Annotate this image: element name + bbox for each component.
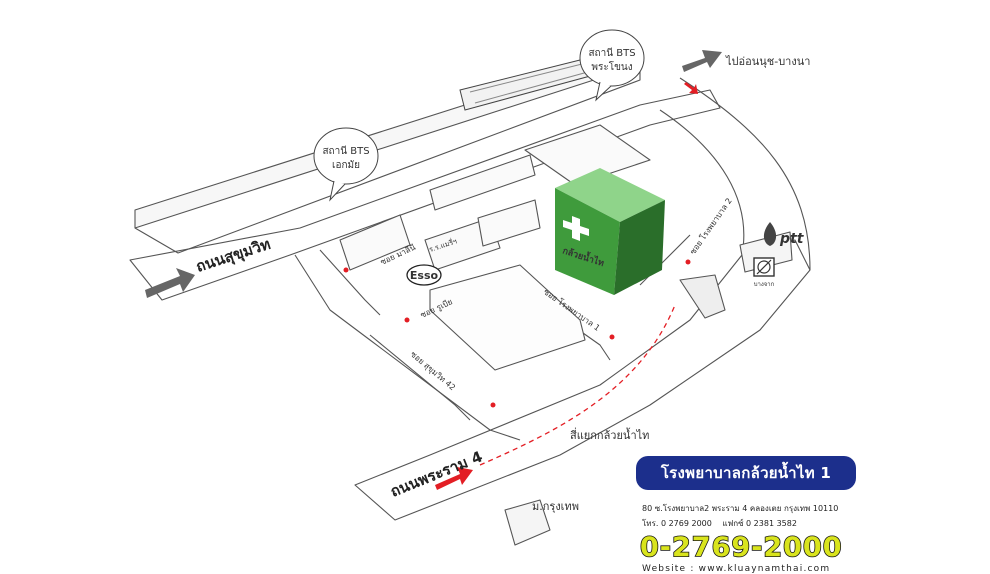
block-e (524, 124, 651, 186)
svg-text:ptt: ptt (779, 231, 805, 247)
hospital-name: โรงพยาบาลกล้วยน้ำไท 1 (636, 456, 856, 490)
label-university: ม.กรุงเทพ (532, 500, 579, 513)
footbridge (679, 274, 726, 319)
label-rama4: ถนนพระราม 4 (388, 447, 485, 500)
bangjak-logo: บางจาก (753, 257, 775, 288)
block-a (339, 214, 411, 271)
hotline-number: 0-2769-2000 (639, 531, 843, 564)
label-soi-2: ซอย โรงพยาบาล 2 (687, 196, 733, 256)
ptt-logo: ptt (763, 222, 805, 247)
onnut-curve-inner (659, 109, 745, 256)
arrow-onnut-icon (682, 50, 722, 72)
arrow-small-icon (684, 82, 698, 94)
sukhumvit-road (129, 89, 721, 301)
contact-line: โทร. 0 2769 2000 แฟกซ์ 0 2381 3582 (642, 517, 856, 530)
soi-42-road (369, 334, 471, 421)
onnut-curve (679, 77, 811, 271)
soi-maluk-road (294, 254, 521, 441)
hospital-building: กล้วยน้ำไท (555, 168, 665, 295)
bubble-phrakhanong: สถานี BTS พระโขนง (579, 29, 645, 102)
block-d (429, 154, 536, 211)
bubble-ekkamai-line2: เอกมัย (332, 160, 360, 171)
route-dashed (479, 304, 676, 466)
address: 80 ซ.โรงพยาบาล2 พระราม 4 คลองเตย กรุงเทพ… (642, 504, 839, 513)
bubble-phrakhanong-line1: สถานี BTS (588, 47, 635, 59)
arrow-sukhumvit-icon (145, 268, 195, 298)
website[interactable]: Website : www.kluaynamthai.com (642, 564, 831, 574)
stop-markers (343, 259, 691, 408)
info-panel: โรงพยาบาลกล้วยน้ำไท 1 80 ซ.โรงพยาบาล2 พร… (636, 456, 856, 574)
soi-rubia-road (319, 249, 381, 316)
bubble-ekkamai-line1: สถานี BTS (322, 145, 369, 157)
label-to-onnut: ไปอ่อนนุช-บางนา (725, 55, 810, 68)
esso-logo: Esso (406, 264, 442, 286)
block-c (477, 199, 541, 247)
label-soi-42: ซอย สุขุมวิท 42 (409, 350, 457, 393)
block-f (429, 264, 586, 371)
block-g (504, 499, 551, 546)
bubble-phrakhanong-line2: พระโขนง (591, 60, 632, 73)
hospital-cross-icon (563, 216, 589, 241)
label-intersection: สี่แยกกล้วยน้ำไท (570, 427, 650, 442)
bubble-ekkamai: สถานี BTS เอกมัย (313, 127, 379, 202)
tel: โทร. 0 2769 2000 (642, 519, 712, 528)
rama4-road (354, 239, 811, 521)
svg-text:บางจาก: บางจาก (754, 281, 775, 288)
arrow-rama4-icon (435, 467, 473, 490)
fax: แฟกซ์ 0 2381 3582 (722, 519, 797, 528)
svg-text:Esso: Esso (410, 269, 439, 282)
